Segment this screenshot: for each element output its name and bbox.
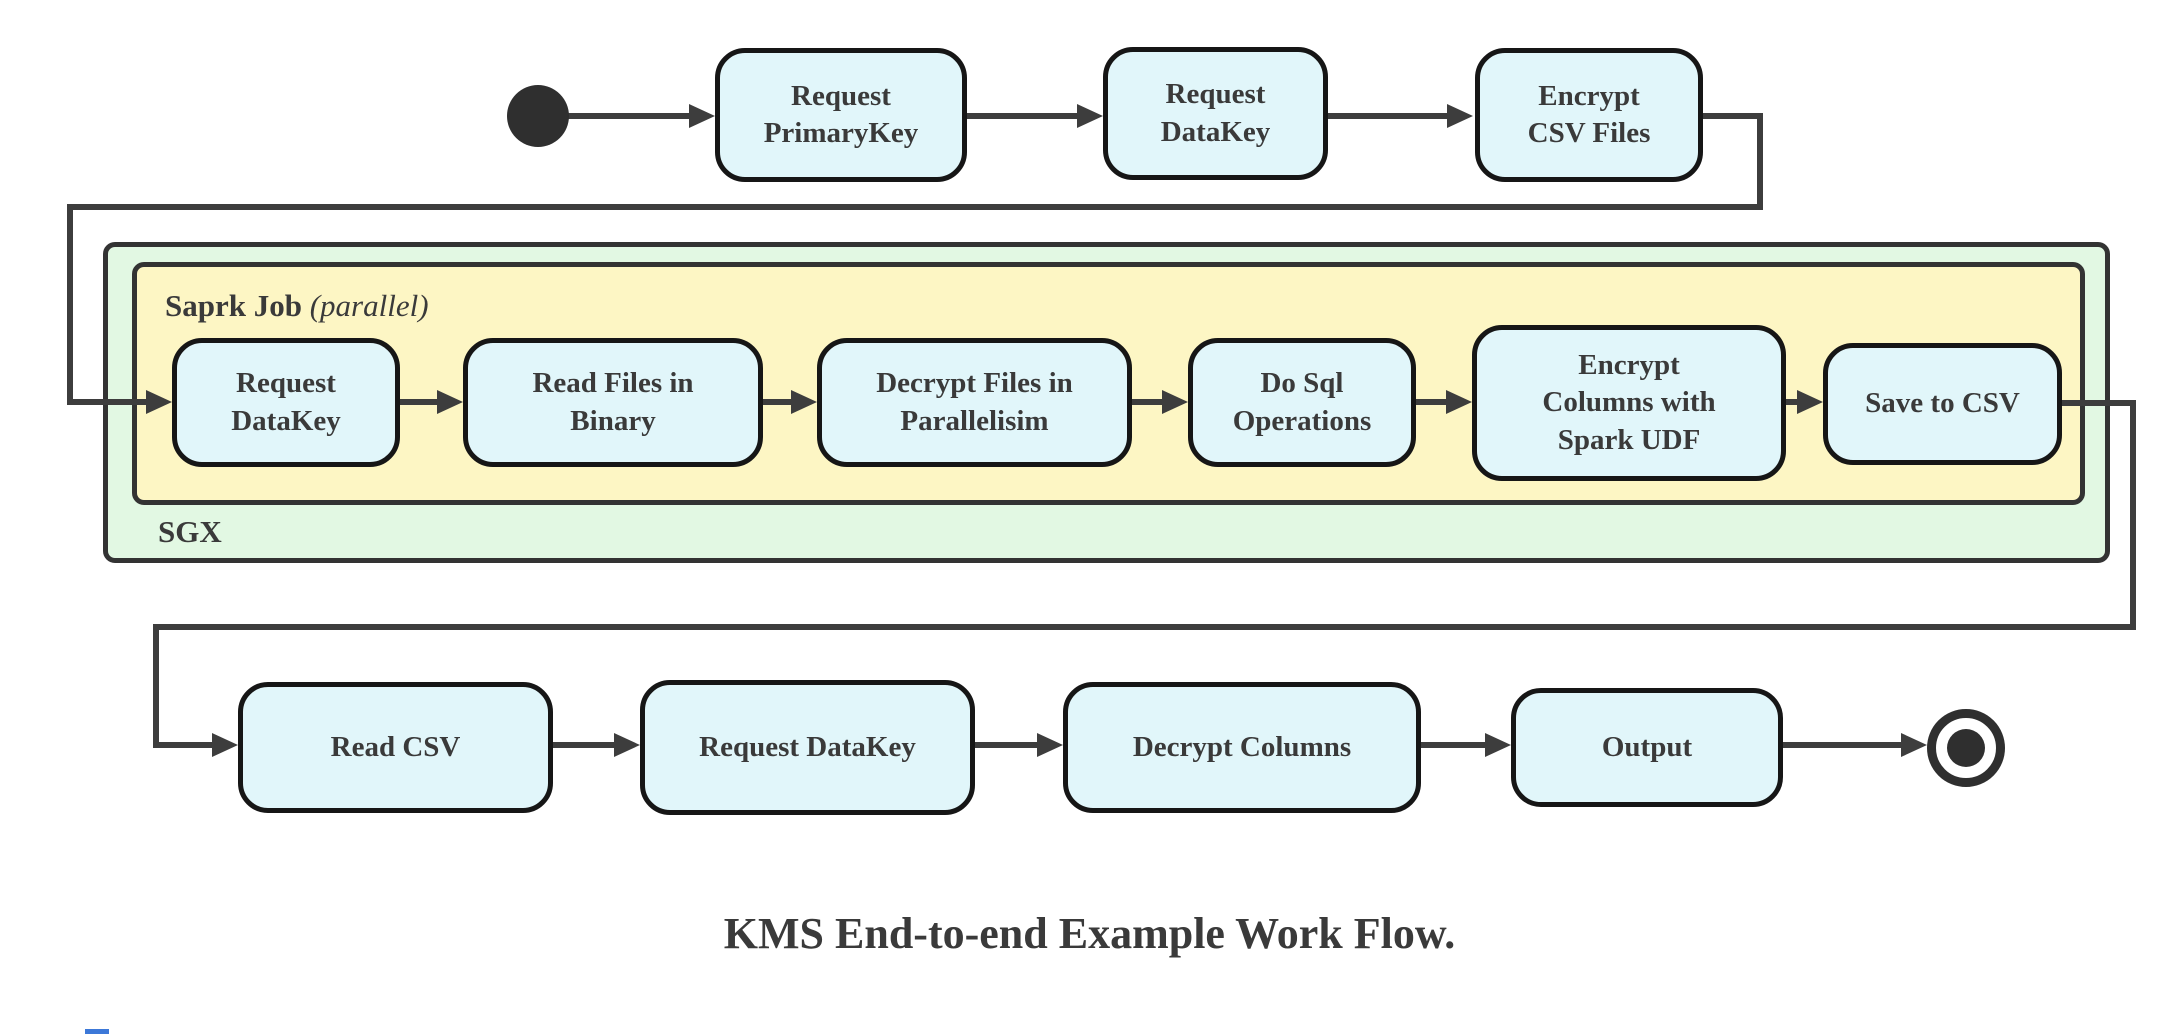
state-node-read-csv: Read CSV xyxy=(238,682,553,813)
edge-save-csv-down xyxy=(2130,400,2136,630)
diagram-title: KMS End-to-end Example Work Flow. xyxy=(723,909,1456,958)
arrowhead-sgx-datakey-to-read-files xyxy=(437,390,463,414)
arrowhead-datakey-to-encrypt-csv xyxy=(1447,104,1473,128)
sgx-label-text: SGX xyxy=(158,514,222,549)
edge-wrap-bottom-left-down xyxy=(153,624,159,748)
spark-job-label: Saprk Job (parallel) xyxy=(165,288,429,324)
state-node-sgx-request-datakey: Request DataKey xyxy=(172,338,400,467)
state-label: Encrypt Columns with Spark UDF xyxy=(1542,349,1716,456)
state-label: Request DataKey xyxy=(699,730,916,763)
state-node-encrypt-csv-files: Encrypt CSV Files xyxy=(1475,48,1703,182)
edge-save-csv-exit xyxy=(2062,400,2136,406)
edge-decrypt-files-to-do-sql xyxy=(1132,399,1166,405)
state-node-request-datakey-top: Request DataKey xyxy=(1103,47,1328,180)
arrowhead-start-to-request-primarykey xyxy=(689,104,715,128)
arrowhead-read-csv-to-request-datakey xyxy=(614,733,640,757)
state-node-decrypt-files-in-parallelisim: Decrypt Files in Parallelisim xyxy=(817,338,1132,467)
edge-into-sgx xyxy=(67,399,150,405)
state-label: Request DataKey xyxy=(231,367,341,437)
state-label: Read CSV xyxy=(330,730,461,763)
edge-read-files-to-decrypt-files xyxy=(763,399,795,405)
edge-sgx-datakey-to-read-files xyxy=(400,399,441,405)
initial-state-node xyxy=(507,85,569,147)
state-label: Output xyxy=(1601,730,1693,763)
state-label: Read Files in Binary xyxy=(532,367,694,437)
arrowhead-read-files-to-decrypt-files xyxy=(791,390,817,414)
state-node-do-sql-operations: Do Sql Operations xyxy=(1188,338,1416,467)
state-label: Request PrimaryKey xyxy=(763,79,919,149)
edge-start-to-request-primarykey xyxy=(568,113,691,119)
final-state-node xyxy=(1927,709,2005,787)
edge-request-datakey-to-decrypt-columns xyxy=(975,742,1039,748)
edge-wrap-left-down xyxy=(67,204,73,402)
state-node-request-primarykey: Request PrimaryKey xyxy=(715,48,967,182)
edge-decrypt-columns-to-output xyxy=(1421,742,1487,748)
state-node-encrypt-columns-with-spark-udf: Encrypt Columns with Spark UDF xyxy=(1472,325,1786,481)
state-label: Save to CSV xyxy=(1865,387,2020,420)
edge-datakey-to-encrypt-csv xyxy=(1328,113,1449,119)
arrowhead-decrypt-files-to-do-sql xyxy=(1162,390,1188,414)
final-state-core xyxy=(1947,729,1985,767)
spark-job-parallel-modifier: (parallel) xyxy=(309,288,429,323)
arrowhead-primarykey-to-datakey xyxy=(1077,104,1103,128)
state-label: Decrypt Columns xyxy=(1132,730,1352,763)
state-node-request-datakey-bottom: Request DataKey xyxy=(640,680,975,815)
edge-encrypt-csv-down xyxy=(1757,113,1763,208)
arrowhead-output-to-end xyxy=(1901,733,1927,757)
sgx-label: SGX xyxy=(158,514,222,550)
state-label: Do Sql Operations xyxy=(1232,367,1372,437)
edge-output-to-end xyxy=(1783,742,1903,748)
edge-wrap-top xyxy=(67,204,1763,210)
edge-do-sql-to-encrypt-columns xyxy=(1416,399,1450,405)
arrowhead-encrypt-columns-to-save-csv xyxy=(1797,390,1823,414)
state-node-output: Output xyxy=(1511,688,1783,807)
arrowhead-request-datakey-to-decrypt-columns xyxy=(1037,733,1063,757)
arrowhead-into-sgx xyxy=(146,390,172,414)
arrowhead-decrypt-columns-to-output xyxy=(1485,733,1511,757)
state-label: Encrypt CSV Files xyxy=(1527,79,1651,149)
edge-encrypt-columns-to-save-csv xyxy=(1786,399,1799,405)
state-node-decrypt-columns: Decrypt Columns xyxy=(1063,682,1421,813)
edge-wrap-bottom xyxy=(153,624,2136,630)
bottom-left-artifact-line xyxy=(85,1029,109,1034)
edge-into-read-csv xyxy=(153,742,214,748)
edge-encrypt-csv-exit xyxy=(1703,113,1763,119)
state-node-read-files-in-binary: Read Files in Binary xyxy=(463,338,763,467)
edge-primarykey-to-datakey xyxy=(967,113,1079,119)
state-node-save-to-csv: Save to CSV xyxy=(1823,343,2062,465)
edge-read-csv-to-request-datakey xyxy=(553,742,616,748)
state-label: Decrypt Files in Parallelisim xyxy=(876,367,1073,437)
arrowhead-into-read-csv xyxy=(212,733,238,757)
arrowhead-do-sql-to-encrypt-columns xyxy=(1446,390,1472,414)
spark-job-label-text: Saprk Job xyxy=(165,288,302,323)
state-label: Request DataKey xyxy=(1160,78,1271,148)
